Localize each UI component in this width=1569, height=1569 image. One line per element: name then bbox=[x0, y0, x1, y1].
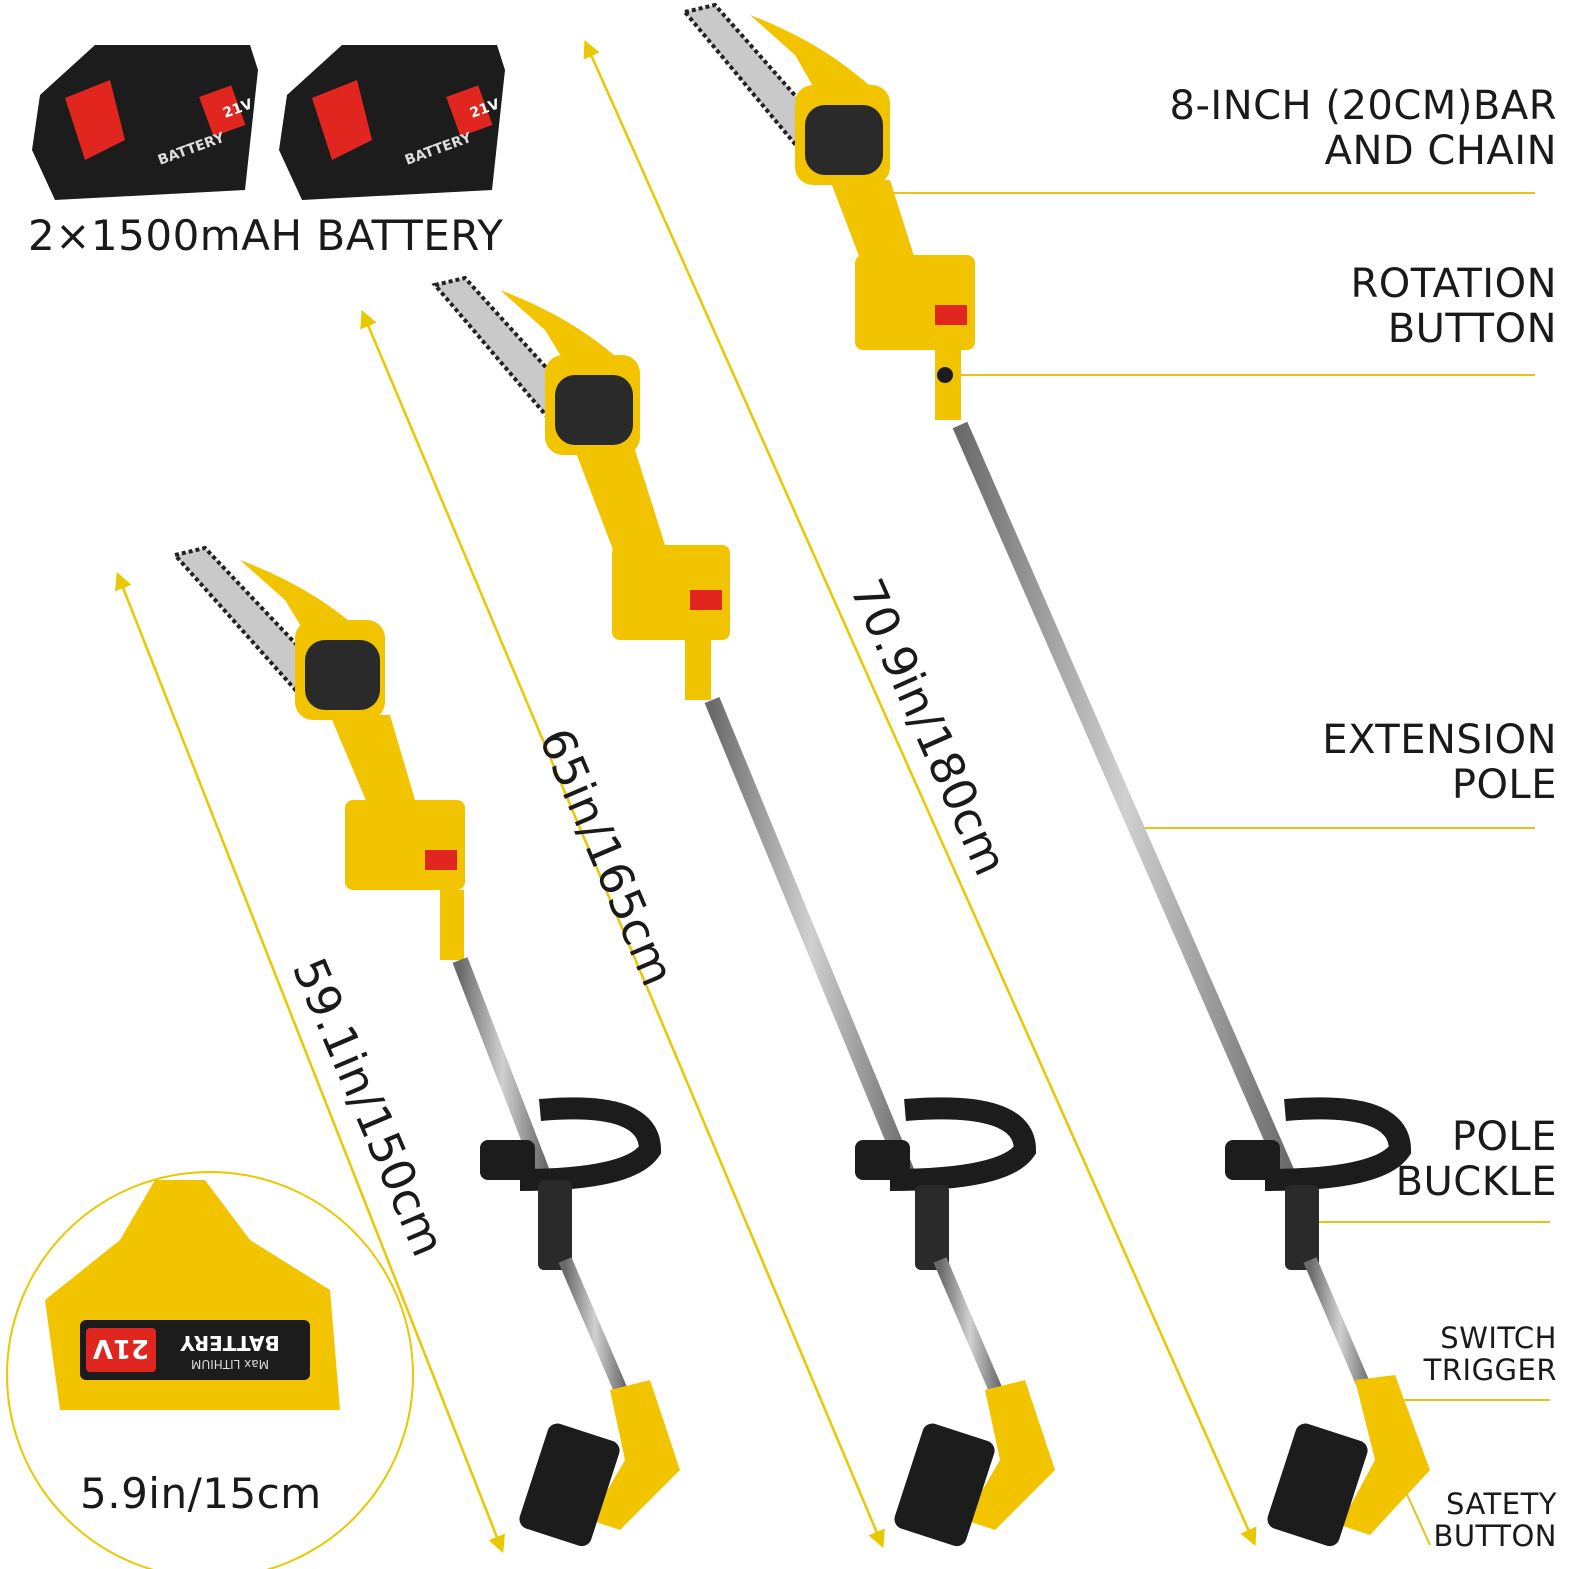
svg-text:BATTERY: BATTERY bbox=[180, 1331, 280, 1355]
label-rotation-line2: BUTTON bbox=[1387, 305, 1557, 352]
label-switch-line2: TRIGGER bbox=[1423, 1353, 1557, 1388]
label-switch-trigger: SWITCH TRIGGER bbox=[1424, 1322, 1557, 1387]
pole-saw-long bbox=[681, 2, 1430, 1547]
label-rotation-button: ROTATION BUTTON bbox=[1351, 262, 1558, 352]
label-extension-line2: POLE bbox=[1451, 761, 1557, 808]
label-safety-button: SATETY BUTTON bbox=[1433, 1488, 1557, 1553]
svg-text:Max LITHIUM: Max LITHIUM bbox=[191, 1357, 269, 1371]
label-rotation-line1: ROTATION bbox=[1350, 261, 1557, 307]
label-bar-chain-line2: AND CHAIN bbox=[1324, 127, 1557, 174]
battery-adapter-detail: 21V BATTERY Max LITHIUM bbox=[6, 1171, 414, 1569]
label-switch-line1: SWITCH bbox=[1440, 1321, 1557, 1355]
label-extension-line1: EXTENSION bbox=[1322, 717, 1557, 763]
label-bar-chain: 8-INCH (20CM)BAR AND CHAIN bbox=[1170, 84, 1557, 174]
label-buckle-line1: POLE bbox=[1451, 1114, 1557, 1160]
pole-saw-medium bbox=[431, 275, 1055, 1547]
label-extension-pole: EXTENSION POLE bbox=[1322, 718, 1557, 808]
pole-saw-short bbox=[171, 545, 680, 1547]
label-buckle-line2: BUCKLE bbox=[1395, 1158, 1557, 1205]
battery-pack-2: 21V BATTERY bbox=[279, 45, 505, 200]
label-safety-line2: BUTTON bbox=[1433, 1519, 1557, 1554]
label-safety-line1: SATETY bbox=[1446, 1487, 1557, 1521]
label-pole-buckle: POLE BUCKLE bbox=[1396, 1115, 1557, 1205]
dimension-battery-width: 5.9in/15cm bbox=[80, 1469, 322, 1518]
battery-caption: 2×1500mAH BATTERY bbox=[28, 211, 504, 260]
svg-text:21V: 21V bbox=[93, 1333, 149, 1363]
label-bar-chain-line1: 8-INCH (20CM)BAR bbox=[1169, 83, 1557, 129]
battery-pack-1: 21V BATTERY bbox=[32, 45, 258, 200]
